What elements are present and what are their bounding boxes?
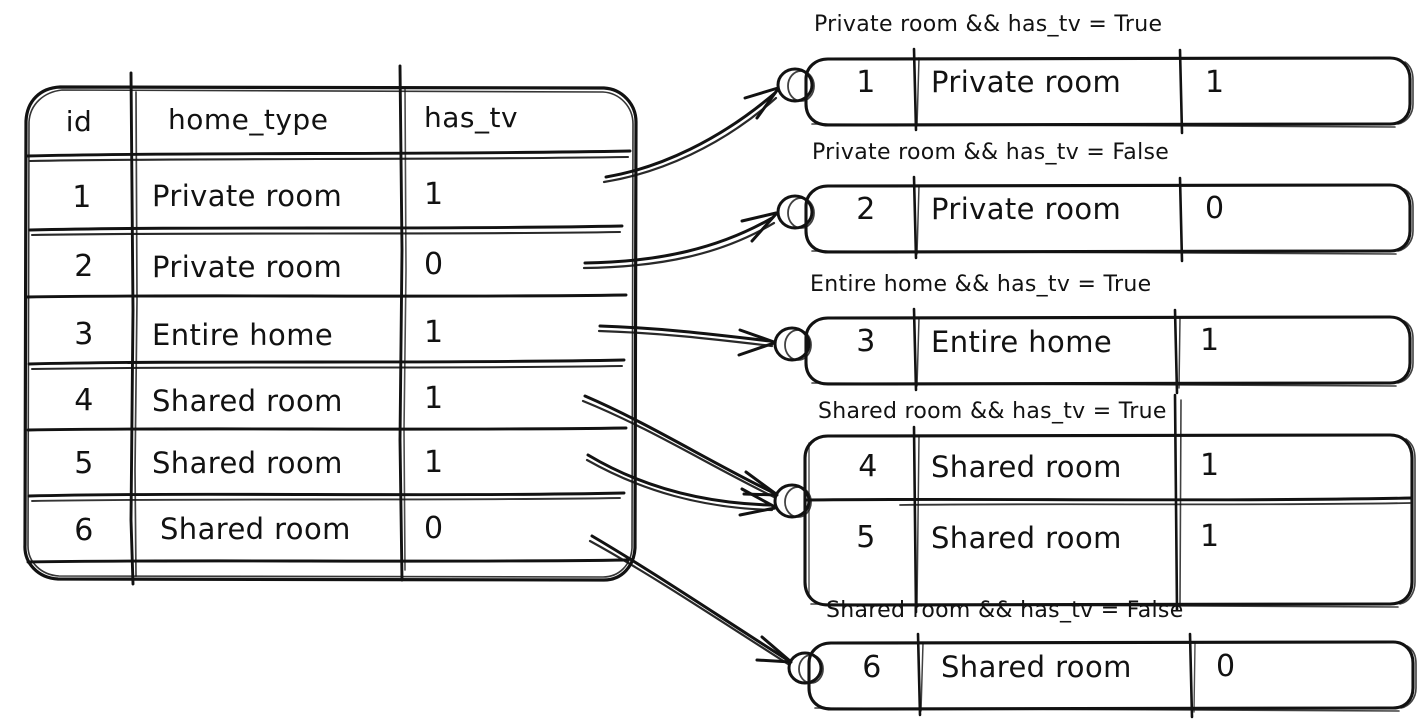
group-3-row-1-home-type: Entire home	[931, 325, 1113, 359]
group-4-row-1-id: 4	[858, 449, 878, 484]
group-1-row-1-has-tv: 1	[1205, 65, 1225, 100]
group-3-label: Entire home && has_tv = True	[810, 272, 1152, 297]
source-row-6-home-type: Shared room	[160, 512, 351, 546]
source-row-5-id: 5	[74, 446, 94, 481]
group-5-row-1-id: 6	[862, 650, 882, 685]
group-4-row-2-has-tv: 1	[1200, 519, 1220, 554]
group-5-row-1-home-type: Shared room	[941, 650, 1132, 684]
source-table-header-has-tv: has_tv	[424, 101, 519, 134]
source-row-4-id: 4	[74, 383, 94, 418]
source-row-3-home-type: Entire home	[152, 318, 334, 352]
group-3-row-1-id: 3	[856, 324, 876, 359]
group-5-label: Shared room && has_tv = False	[826, 598, 1184, 623]
source-row-4-has-tv: 1	[424, 381, 444, 416]
group-4-row-1-has-tv: 1	[1200, 448, 1220, 483]
group-1-row-1-id: 1	[856, 65, 876, 100]
source-row-2-home-type: Private room	[152, 250, 343, 284]
source-row-1-home-type: Private room	[152, 179, 343, 213]
source-row-5-home-type: Shared room	[152, 446, 343, 480]
source-table-header-id: id	[65, 105, 93, 138]
source-row-6-id: 6	[74, 513, 94, 548]
source-row-1-has-tv: 1	[424, 177, 444, 212]
source-row-2-has-tv: 0	[424, 247, 444, 282]
group-2-row-1-id: 2	[856, 192, 876, 227]
group-2-row-1-has-tv: 0	[1205, 191, 1225, 226]
group-4-row-2-home-type: Shared room	[931, 521, 1122, 555]
group-2-label: Private room && has_tv = False	[812, 140, 1170, 165]
group-2-row-1-home-type: Private room	[931, 192, 1122, 226]
group-5-row-1-has-tv: 0	[1216, 649, 1236, 684]
source-row-6-has-tv: 0	[424, 511, 444, 546]
source-row-2-id: 2	[74, 249, 94, 284]
source-table-header-home-type: home_type	[168, 103, 329, 136]
source-row-3-has-tv: 1	[424, 315, 444, 350]
source-row-4-home-type: Shared room	[152, 384, 343, 418]
group-4-label: Shared room && has_tv = True	[818, 399, 1167, 424]
group-3-row-1-has-tv: 1	[1200, 323, 1220, 358]
group-1-label: Private room && has_tv = True	[814, 12, 1163, 37]
source-row-1-id: 1	[72, 180, 92, 215]
group-4-row-2-id: 5	[856, 520, 876, 555]
source-row-5-has-tv: 1	[424, 445, 444, 480]
group-4-row-1-home-type: Shared room	[931, 450, 1122, 484]
group-1-row-1-home-type: Private room	[931, 65, 1122, 99]
source-row-3-id: 3	[74, 317, 94, 352]
